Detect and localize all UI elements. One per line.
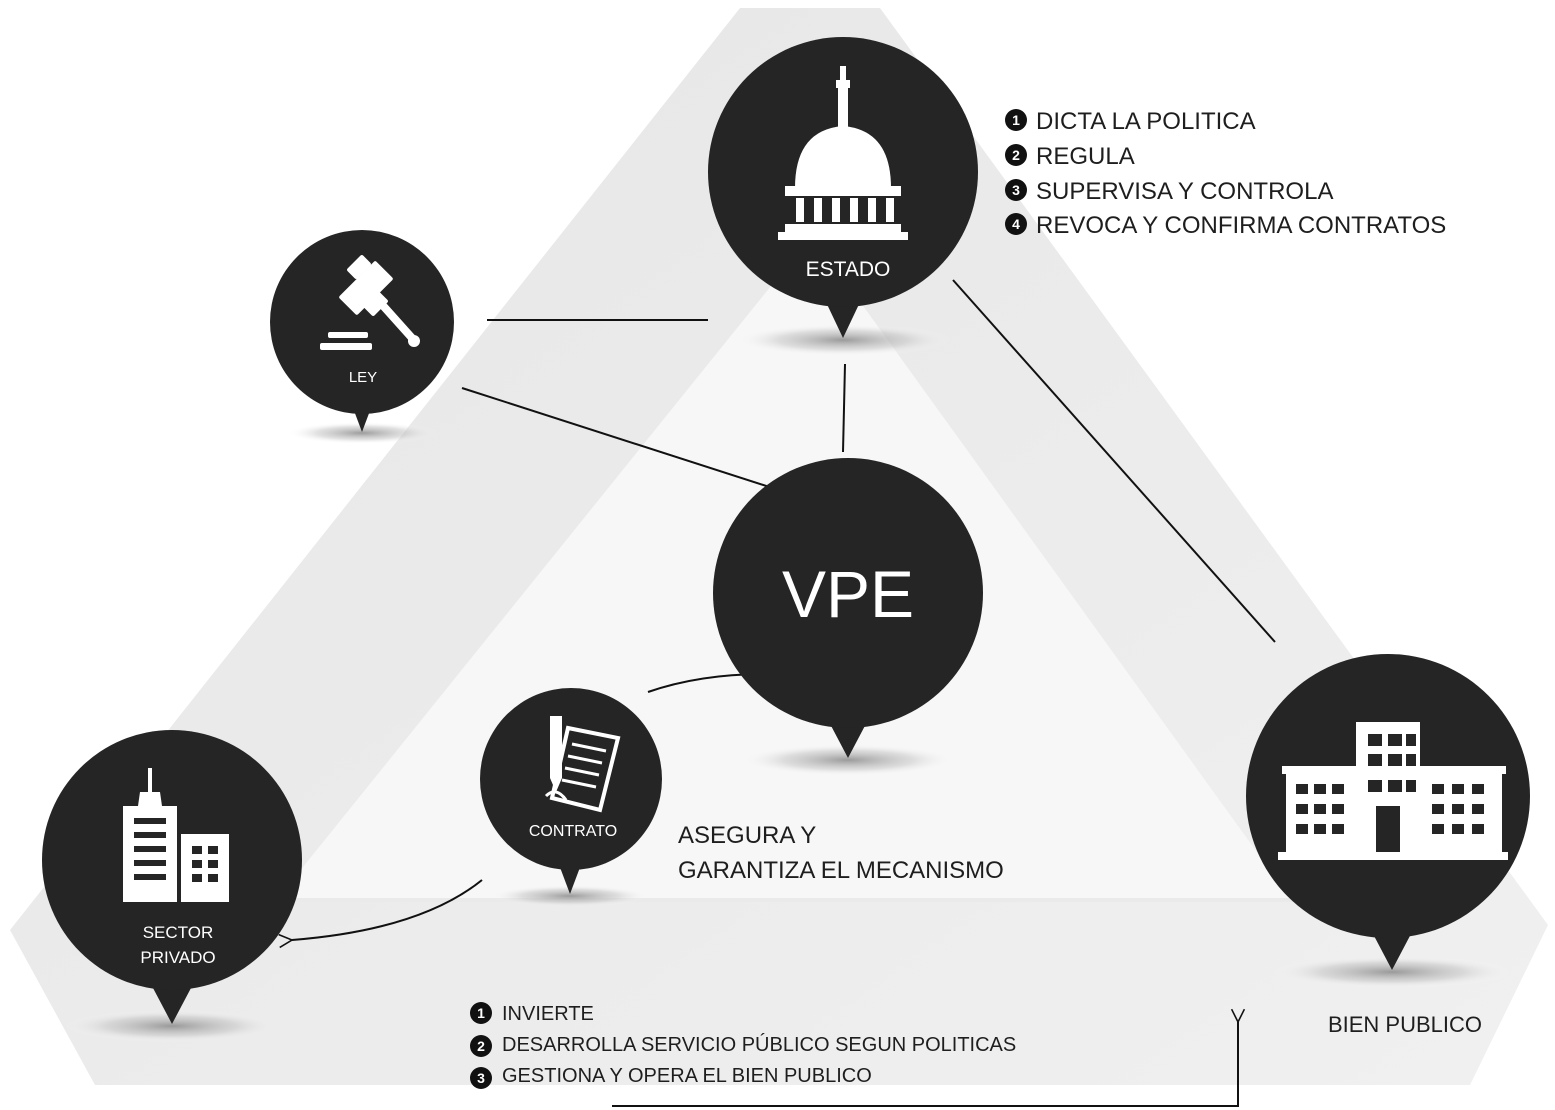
sector-privado-pin: SECTOR PRIVADO	[42, 730, 302, 1042]
contrato-pin: CONTRATO	[480, 688, 662, 907]
gavel-icon	[320, 255, 420, 350]
private-role-item: 3 GESTIONA Y OPERA EL BIEN PUBLICO	[470, 1065, 872, 1089]
estado-vpe-line	[842, 363, 846, 453]
svg-text:REVOCA Y CONFIRMA CONTRATOS: REVOCA Y CONFIRMA CONTRATOS	[1036, 212, 1446, 239]
svg-text:3: 3	[1012, 182, 1020, 198]
estado-role-item: 4 REVOCA Y CONFIRMA CONTRATOS	[1005, 212, 1446, 239]
svg-text:GESTIONA Y OPERA EL BIEN PUBLI: GESTIONA Y OPERA EL BIEN PUBLICO	[502, 1065, 872, 1087]
sector-privado-label-2: PRIVADO	[140, 948, 215, 967]
estado-label: ESTADO	[806, 258, 891, 281]
svg-text:3: 3	[477, 1070, 485, 1086]
svg-text:DESARROLLA SERVICIO PÚBLICO SE: DESARROLLA SERVICIO PÚBLICO SEGUN POLITI…	[502, 1033, 1016, 1056]
contrato-label: CONTRATO	[529, 823, 617, 840]
ley-pin: LEY	[270, 230, 454, 444]
svg-text:2: 2	[1012, 147, 1020, 163]
estado-role-item: 2 REGULA	[1005, 143, 1135, 170]
vpe-pin: VPE	[713, 458, 983, 776]
svg-text:REGULA: REGULA	[1036, 143, 1135, 170]
sector-privado-label-1: SECTOR	[143, 923, 214, 942]
bien-publico-label: BIEN PUBLICO	[1328, 1012, 1482, 1037]
svg-text:SUPERVISA Y CONTROLA: SUPERVISA Y CONTROLA	[1036, 178, 1333, 205]
connectors	[292, 279, 1276, 1107]
private-roles-list: 1 INVIERTE 2 DESARROLLA SERVICIO PÚBLICO…	[470, 1002, 1016, 1089]
private-role-item: 2 DESARROLLA SERVICIO PÚBLICO SEGUN POLI…	[470, 1033, 1016, 1057]
ley-vpe-line	[461, 387, 786, 493]
estado-role-item: 1 DICTA LA POLITICA	[1005, 108, 1256, 135]
estado-pin: ESTADO	[708, 37, 978, 356]
svg-text:DICTA LA POLITICA: DICTA LA POLITICA	[1036, 108, 1256, 135]
svg-text:INVIERTE: INVIERTE	[502, 1003, 594, 1025]
estado-role-item: 3 SUPERVISA Y CONTROLA	[1005, 178, 1333, 205]
svg-text:1: 1	[477, 1005, 485, 1021]
bien-publico-pin	[1246, 654, 1530, 988]
private-role-item: 1 INVIERTE	[470, 1002, 594, 1025]
svg-text:4: 4	[1012, 216, 1020, 232]
bottom-band	[270, 898, 1300, 902]
estado-roles-list: 1 DICTA LA POLITICA 2 REGULA 3 SUPERVISA…	[1005, 108, 1446, 239]
capitol-icon	[778, 66, 908, 240]
ley-label: LEY	[349, 369, 377, 386]
estado-bien-line	[952, 279, 1276, 643]
contrato-sector-arrow	[292, 879, 483, 940]
bien-publico-arrow	[612, 1022, 1238, 1107]
vpe-label: VPE	[782, 557, 914, 631]
contrato-note-line1: ASEGURA Y	[678, 822, 816, 849]
svg-text:1: 1	[1012, 112, 1020, 128]
contrato-note-line2: GARANTIZA EL MECANISMO	[678, 857, 1004, 884]
svg-text:2: 2	[477, 1038, 485, 1054]
document-pen-icon	[544, 716, 621, 813]
